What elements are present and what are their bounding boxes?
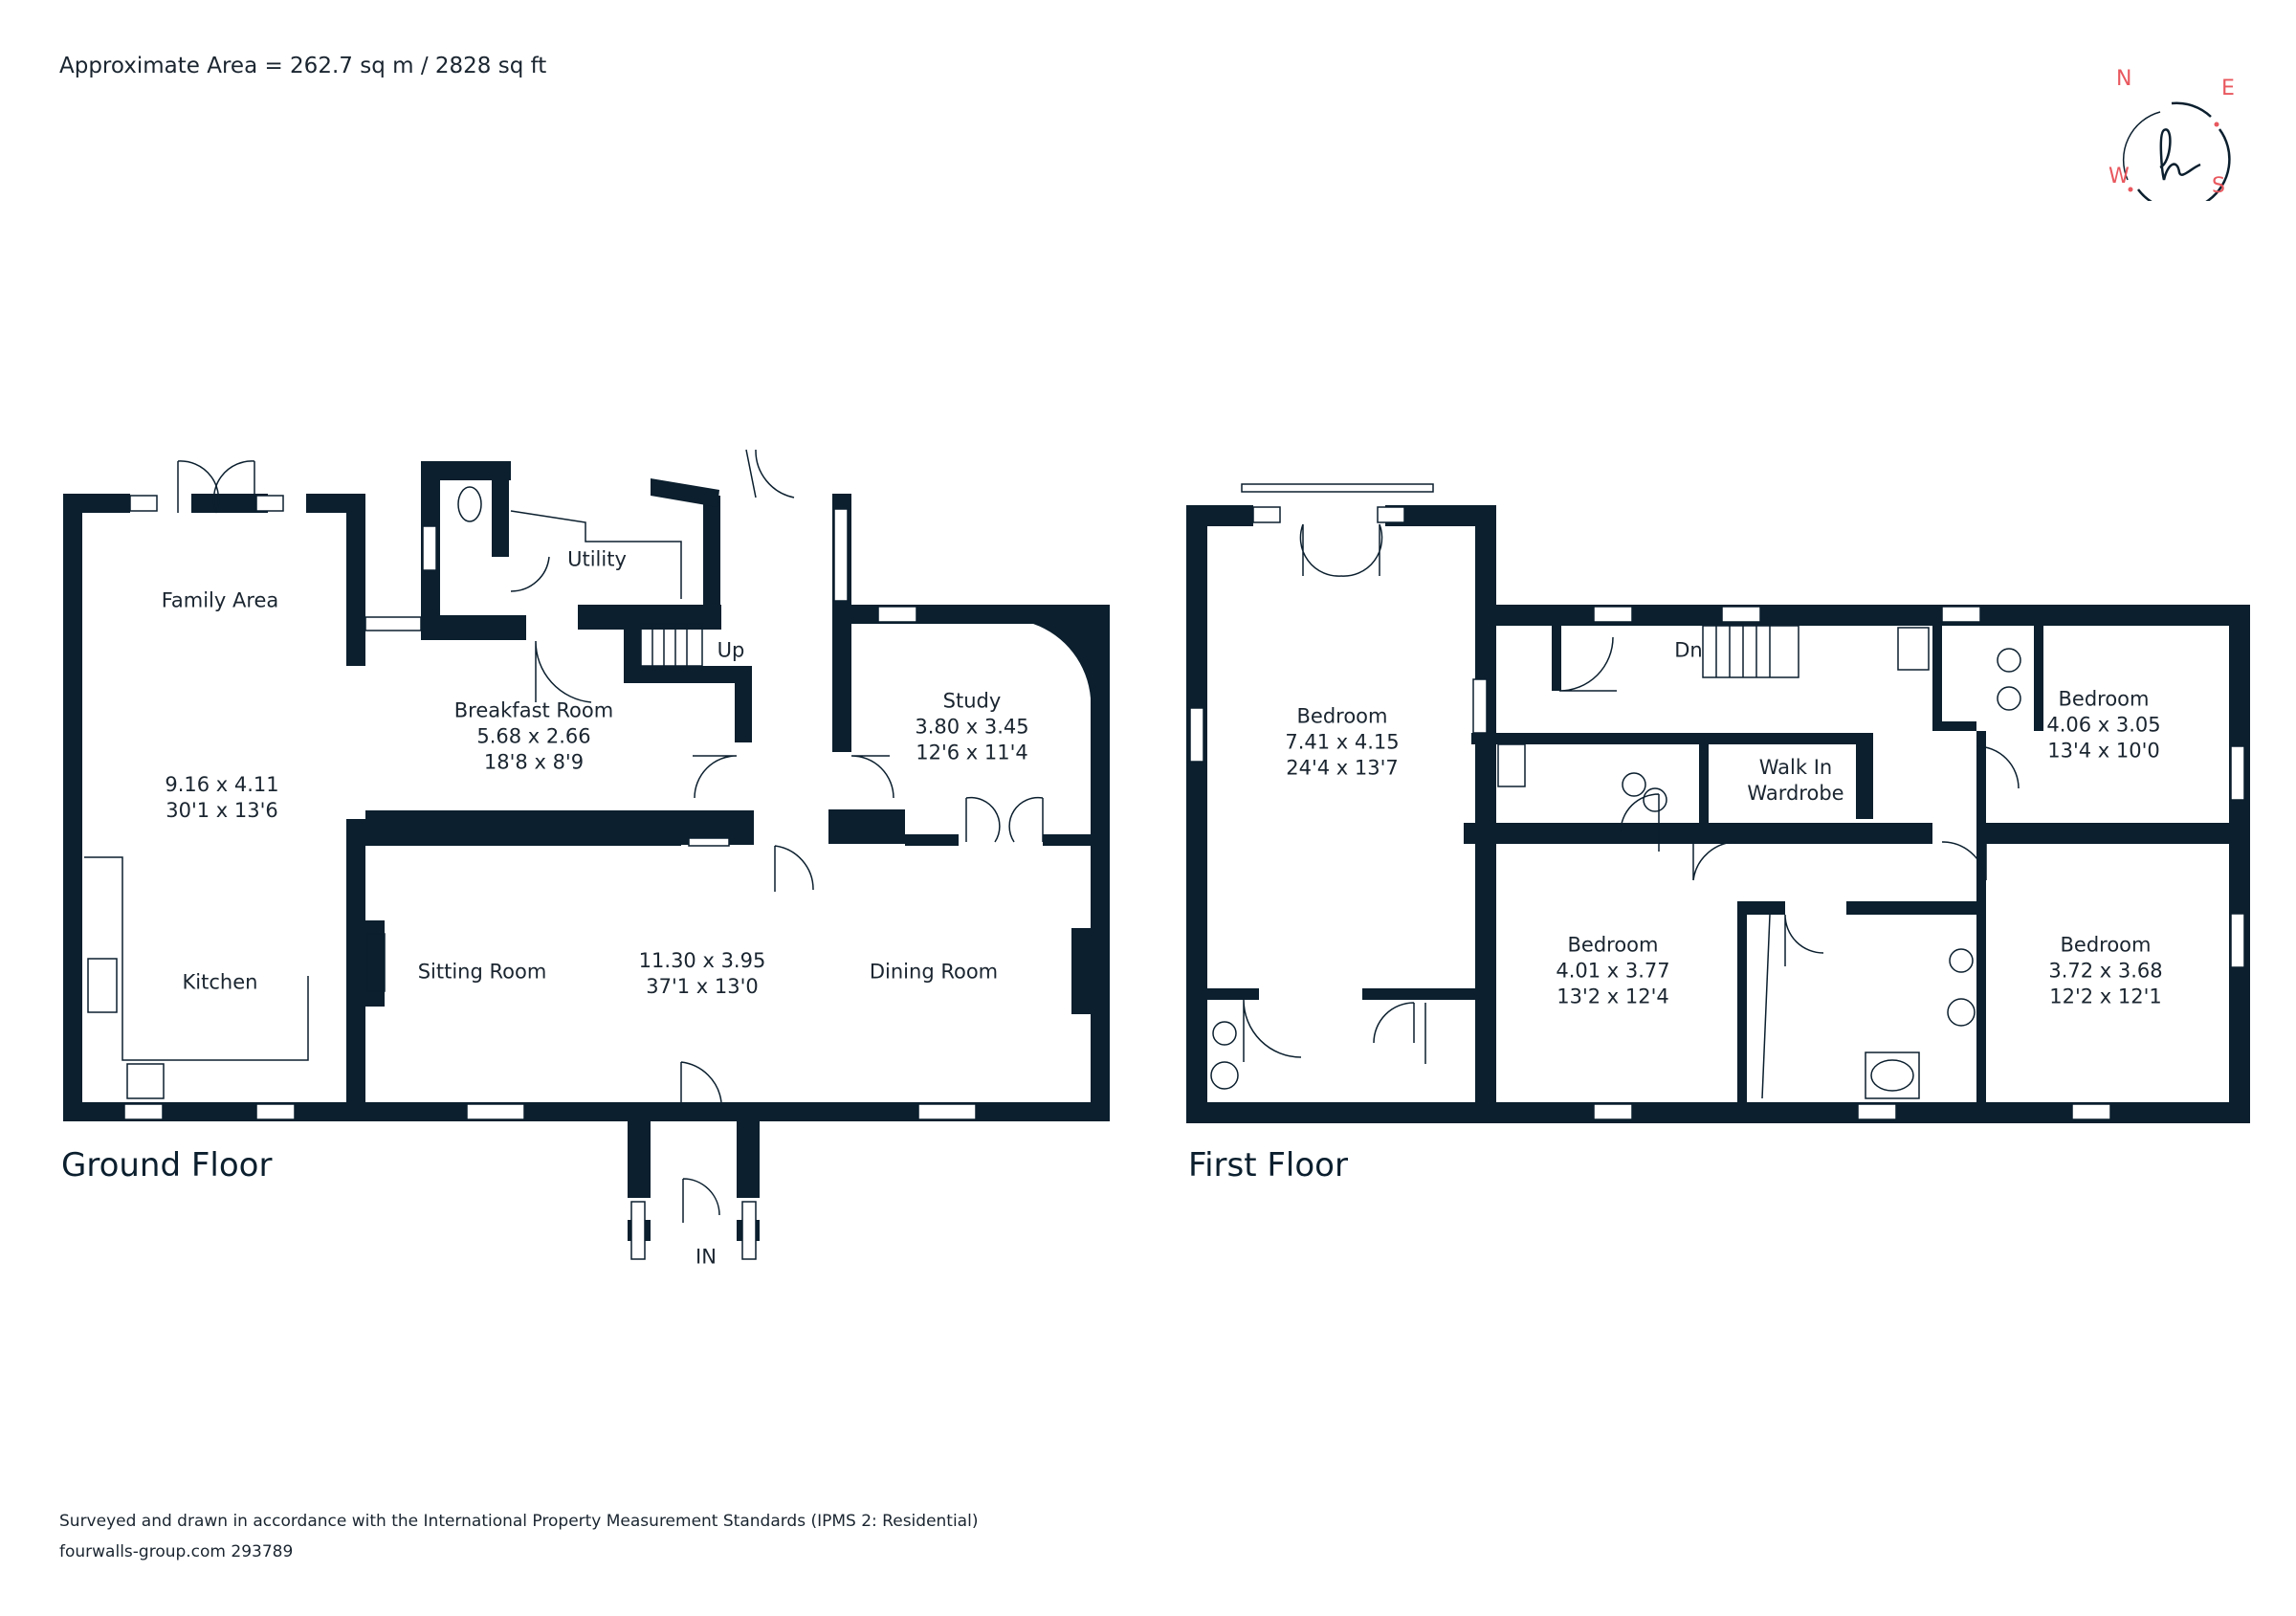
room-bedroom-3: Bedroom 4.01 x 3.77 13'2 x 12'4 — [1556, 933, 1669, 1010]
stairs-down-label: Dn — [1674, 638, 1702, 664]
room-name: Kitchen — [182, 970, 258, 994]
footer-reference: fourwalls-group.com 293789 — [59, 1542, 294, 1561]
room-utility: Utility — [567, 547, 627, 573]
room-family-area: Family Area — [162, 588, 279, 614]
room-name: Study — [942, 689, 1002, 713]
ground-floor-fixtures — [84, 449, 1091, 1223]
footer-standards: Surveyed and drawn in accordance with th… — [59, 1512, 979, 1531]
room-name: Sitting Room — [417, 960, 547, 984]
room-name: Utility — [567, 547, 627, 571]
room-bedroom-4: Bedroom 3.72 x 3.68 12'2 x 12'1 — [2048, 933, 2162, 1010]
room-imperial: 24'4 x 13'7 — [1286, 756, 1399, 780]
entrance-label: IN — [695, 1245, 717, 1271]
room-metric: 7.41 x 4.15 — [1285, 730, 1400, 754]
first-floor-title: First Floor — [1188, 1146, 1348, 1184]
room-bedroom-1: Bedroom 7.41 x 4.15 24'4 x 13'7 — [1285, 704, 1399, 782]
room-sitting-room: Sitting Room — [418, 960, 547, 985]
room-bedroom-2: Bedroom 4.06 x 3.05 13'4 x 10'0 — [2046, 687, 2160, 764]
room-metric: 4.01 x 3.77 — [1556, 959, 1670, 983]
ground-floor-windows — [123, 495, 977, 1260]
compass-south: S — [2212, 174, 2225, 198]
room-metric: 9.16 x 4.11 — [165, 773, 279, 796]
room-family-kitchen-dimensions: 9.16 x 4.11 30'1 x 13'6 — [165, 772, 278, 824]
room-imperial: 37'1 x 13'0 — [646, 975, 759, 998]
compass-north: N — [2116, 67, 2132, 91]
entrance-text: IN — [695, 1245, 717, 1269]
room-metric: 3.80 x 3.45 — [915, 715, 1029, 739]
room-name: Bedroom — [2058, 687, 2150, 711]
room-sitting-dining-dimensions: 11.30 x 3.95 37'1 x 13'0 — [639, 948, 766, 1000]
room-metric: 11.30 x 3.95 — [638, 949, 766, 972]
compass-logo: N E W S — [2095, 67, 2248, 211]
first-floor-fixtures — [1210, 523, 2021, 1099]
room-name-line2: Wardrobe — [1747, 782, 1844, 805]
room-imperial: 12'2 x 12'1 — [2049, 985, 2162, 1008]
ground-floor-walls — [63, 461, 1110, 1241]
room-imperial: 18'8 x 8'9 — [483, 750, 585, 774]
room-imperial: 13'4 x 10'0 — [2047, 739, 2160, 763]
room-name: Bedroom — [1567, 933, 1659, 957]
room-walk-in-wardrobe: Walk In Wardrobe — [1747, 755, 1843, 807]
room-imperial: 13'2 x 12'4 — [1556, 985, 1669, 1008]
room-dining-room: Dining Room — [870, 960, 998, 985]
ground-floor-title: Ground Floor — [61, 1146, 273, 1184]
stairs-label: Dn — [1674, 638, 1703, 662]
room-name: Breakfast Room — [453, 698, 614, 722]
room-study: Study 3.80 x 3.45 12'6 x 11'4 — [915, 689, 1028, 766]
first-floor-windows — [1189, 483, 2245, 1120]
room-name: Bedroom — [2060, 933, 2152, 957]
compass-west: W — [2108, 165, 2130, 188]
first-floor-walls — [1186, 505, 2250, 1123]
approximate-area: Approximate Area = 262.7 sq m / 2828 sq … — [59, 54, 547, 78]
room-metric: 5.68 x 2.66 — [476, 724, 591, 748]
room-name: Family Area — [161, 588, 279, 612]
room-imperial: 12'6 x 11'4 — [916, 741, 1028, 764]
stairs-label: Up — [717, 638, 745, 662]
stairs-up-label: Up — [718, 638, 745, 664]
room-metric: 3.72 x 3.68 — [2048, 959, 2163, 983]
room-name: Walk In — [1758, 756, 1833, 779]
room-imperial: 30'1 x 13'6 — [166, 799, 278, 822]
room-name: Dining Room — [869, 960, 999, 984]
room-metric: 4.06 x 3.05 — [2046, 713, 2161, 737]
room-breakfast-room: Breakfast Room 5.68 x 2.66 18'8 x 8'9 — [454, 698, 613, 776]
room-name: Bedroom — [1296, 704, 1388, 728]
room-kitchen: Kitchen — [183, 970, 258, 996]
compass-east: E — [2221, 77, 2235, 100]
